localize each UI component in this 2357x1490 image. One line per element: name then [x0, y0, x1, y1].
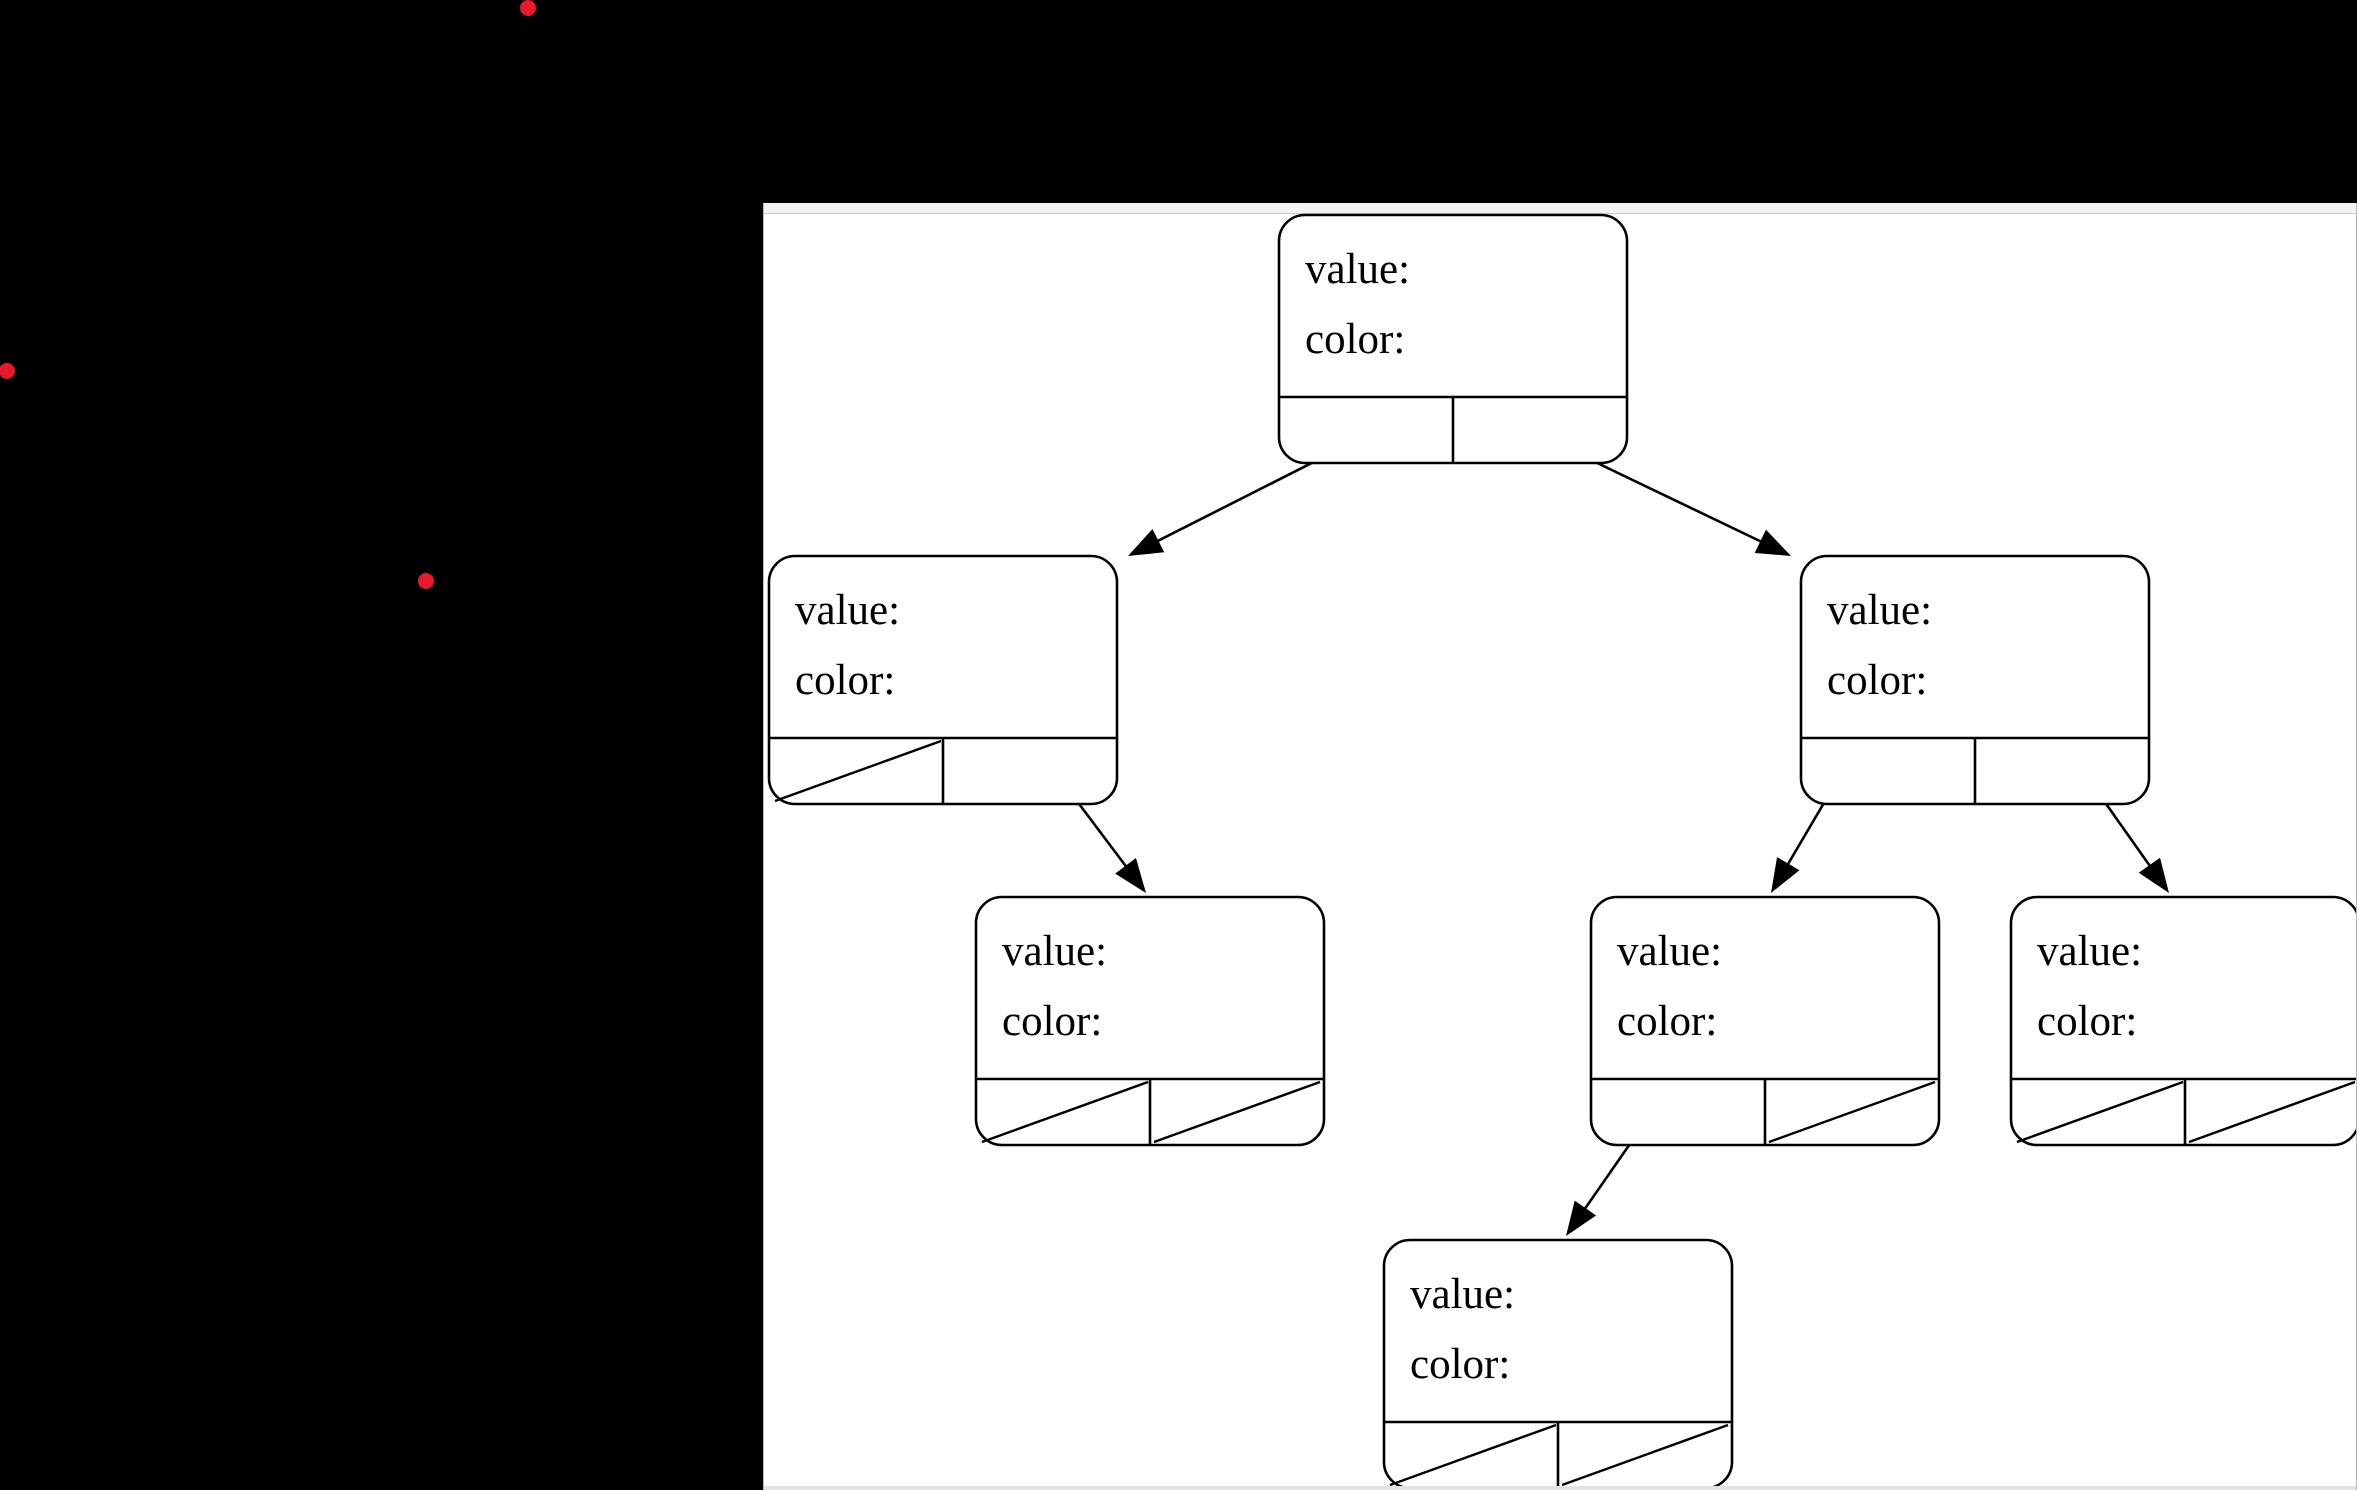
tree-node-left-child[interactable]: value: color:: [767, 554, 1119, 806]
edge-rl-to-rll-arrowhead: [1566, 1200, 1597, 1236]
tree-node-root-color-label: color:: [1305, 316, 1405, 363]
edge-right-to-rr-arrowhead: [2138, 857, 2169, 893]
edge-right-to-rl-arrowhead: [1771, 857, 1800, 893]
tree-node-left-child-color-label: color:: [795, 657, 895, 704]
tree-node-deepest-leaf-right-null-slash: [1561, 1423, 1729, 1487]
tree-node-left-right-grandchild-left-null-slash: [981, 1080, 1149, 1144]
document-panel[interactable]: value:color:value:color:value:color:valu…: [763, 203, 2357, 1490]
panel-top-strip: [764, 203, 2356, 214]
tree-node-deepest-leaf-color-label: color:: [1410, 1341, 1510, 1388]
tree-node-right-right-grandchild-left-null-slash: [2016, 1080, 2184, 1144]
tree-node-deepest-leaf-left-null-slash: [1389, 1423, 1557, 1487]
panel-bottom-strip: [764, 1486, 2356, 1490]
tree-node-right-right-grandchild-right-null-slash: [2188, 1080, 2356, 1144]
tree-node-right-right-grandchild[interactable]: value: color:: [2009, 895, 2357, 1147]
tree-node-root[interactable]: value: color:: [1277, 213, 1629, 465]
edge-left-to-lr-arrowhead: [1115, 858, 1146, 893]
marker-dot-top: [520, 0, 536, 16]
tree-node-left-child-left-null-slash: [774, 739, 942, 803]
tree-node-right-right-grandchild-value-label: value:: [2037, 928, 2142, 975]
edge-root-to-right-arrowhead: [1754, 529, 1791, 556]
tree-diagram-svg: value:color:value:color:value:color:valu…: [767, 213, 2357, 1490]
tree-node-right-left-grandchild[interactable]: value: color:: [1589, 895, 1941, 1147]
tree-node-right-left-grandchild-value-label: value:: [1617, 928, 1722, 975]
edge-root-to-left-arrowhead: [1128, 529, 1165, 556]
tree-node-right-child-color-label: color:: [1827, 657, 1927, 704]
tree-node-left-right-grandchild-right-null-slash: [1153, 1080, 1321, 1144]
tree-node-left-right-grandchild-value-label: value:: [1002, 928, 1107, 975]
tree-node-left-child-value-label: value:: [795, 587, 900, 634]
tree-node-left-right-grandchild-color-label: color:: [1002, 998, 1102, 1045]
tree-node-root-value-label: value:: [1305, 246, 1410, 293]
tree-node-right-child[interactable]: value: color:: [1799, 554, 2151, 806]
tree-node-right-child-value-label: value:: [1827, 587, 1932, 634]
node-layer: value:color:value:color:value:color:valu…: [767, 213, 2357, 1490]
tree-node-right-left-grandchild-right-null-slash: [1768, 1080, 1936, 1144]
marker-dot-middle: [418, 573, 434, 589]
tree-node-deepest-leaf-value-label: value:: [1410, 1271, 1515, 1318]
marker-dot-left: [0, 363, 15, 379]
tree-node-left-right-grandchild[interactable]: value: color:: [974, 895, 1326, 1147]
tree-node-right-right-grandchild-color-label: color:: [2037, 998, 2137, 1045]
tree-node-right-left-grandchild-color-label: color:: [1617, 998, 1717, 1045]
tree-node-deepest-leaf[interactable]: value: color:: [1382, 1238, 1734, 1490]
